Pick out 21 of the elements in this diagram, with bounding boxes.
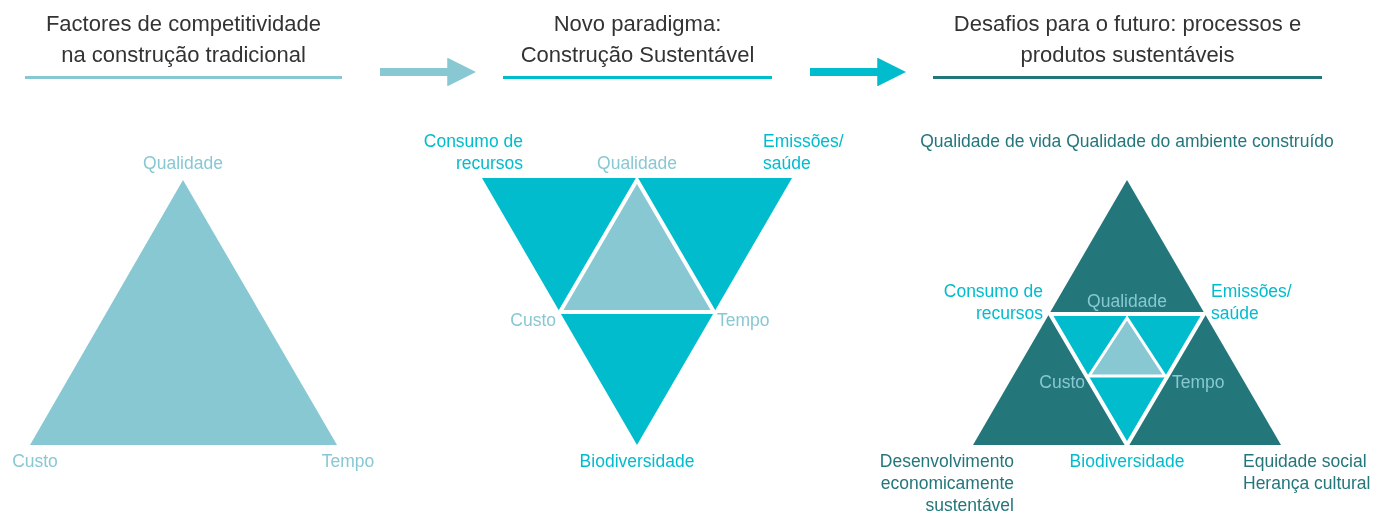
corner-label: Custo [1039, 371, 1085, 393]
corner-label: Tempo [717, 309, 770, 331]
corner-label: Qualidade [597, 152, 677, 174]
corner-label: Biodiversidade [579, 450, 695, 472]
heading: Factores de competitividade na construção tradicional [25, 8, 342, 79]
corner-label: Qualidade [143, 152, 223, 174]
corner-label: Emissões/ saúde [1211, 280, 1293, 324]
heading: Desafios para o futuro: processos e produtos sustentáveis [933, 8, 1322, 79]
corner-label: Consumo de recursos [422, 130, 523, 174]
corner-label: Tempo [1172, 371, 1225, 393]
corner-label: Emissões/ saúde [763, 130, 845, 174]
corner-label: Equidade social Herança cultural [1243, 450, 1372, 494]
heading: Novo paradigma: Construção Sustentável [503, 8, 772, 79]
corner-label: Qualidade de vida Qualidade do ambiente construído [920, 130, 1334, 152]
corner-label: Custo [510, 309, 556, 331]
corner-label: Qualidade [1087, 290, 1167, 312]
corner-label: Custo [12, 450, 58, 472]
corner-label: Consumo de recursos [942, 280, 1043, 324]
corner-label: Biodiversidade [1069, 450, 1185, 472]
corner-label: Desenvolvimento economicamente sustentável [878, 450, 1014, 516]
corner-label: Tempo [321, 450, 375, 472]
